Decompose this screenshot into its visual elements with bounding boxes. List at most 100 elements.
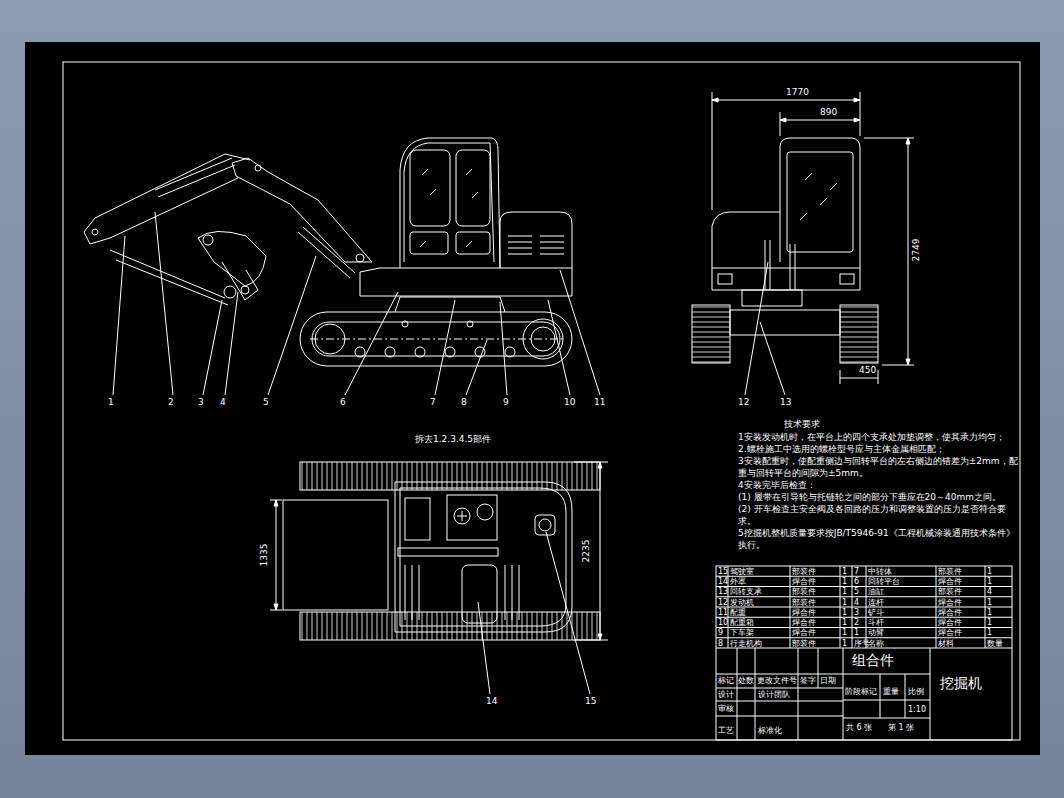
table-cell: 回转支承 xyxy=(730,587,762,596)
title-block-text: 组合件 xyxy=(852,653,894,668)
title-block-text: 阶段标记 xyxy=(845,688,877,697)
table-cell: 回转平台 xyxy=(868,577,900,586)
table-cell: 3 xyxy=(854,608,859,617)
callout-number: 11 xyxy=(594,398,605,408)
table-cell: 6 xyxy=(854,577,859,586)
table-cell: 中转体 xyxy=(868,567,892,576)
note-text: 4安装完毕后检查： xyxy=(738,479,1023,491)
table-cell: 1 xyxy=(842,639,847,648)
top-view xyxy=(270,462,608,640)
table-cell: 铲斗 xyxy=(868,608,884,617)
callout-number: 10 xyxy=(564,398,575,408)
table-cell: 2 xyxy=(854,618,859,627)
parts-table-grid xyxy=(716,566,1012,740)
table-cell: 部装件 xyxy=(792,598,816,607)
callout-number: 8 xyxy=(461,398,467,408)
dimension-text: 450 xyxy=(859,366,876,376)
table-cell: 1 xyxy=(854,628,859,637)
table-cell: 1 xyxy=(842,628,847,637)
table-cell: 9 xyxy=(718,628,723,637)
title-block-text: 1:10 xyxy=(908,706,926,715)
table-cell: 1 xyxy=(842,587,847,596)
table-cell: 部装件 xyxy=(792,639,816,648)
table-cell: 13 xyxy=(718,587,728,596)
table-cell: 5 xyxy=(854,587,859,596)
table-cell: 1 xyxy=(842,567,847,576)
title-block-text: 重量 xyxy=(883,688,899,697)
dimension-text: 2235 xyxy=(581,539,591,564)
title-block-text: 签字 xyxy=(800,677,816,686)
title-block-text: 设计团队 xyxy=(758,691,790,700)
table-cell: 驾驶室 xyxy=(730,567,754,576)
title-block-text: 设计 xyxy=(718,691,734,700)
title-block-text: 共 6 张 xyxy=(846,724,872,733)
table-cell: 焊合件 xyxy=(938,608,962,617)
title-block-text: 比例 xyxy=(908,688,924,697)
table-cell: 焊合件 xyxy=(792,618,816,627)
callout-number: 12 xyxy=(738,398,749,408)
table-cell: 焊合件 xyxy=(792,628,816,637)
table-cell: 行走机构 xyxy=(730,639,762,648)
table-cell: 油缸 xyxy=(868,587,884,596)
callout-number: 5 xyxy=(263,398,269,408)
table-cell: 动臂 xyxy=(868,628,884,637)
callout-number: 15 xyxy=(585,697,596,707)
table-cell: 8 xyxy=(718,639,723,648)
callout-number: 7 xyxy=(430,398,436,408)
table-cell: 1 xyxy=(842,598,847,607)
title-block-text: 更改文件号 xyxy=(757,677,797,686)
table-cell: 1 xyxy=(842,608,847,617)
table-cell: 1 xyxy=(987,608,992,617)
table-cell: 外罩 xyxy=(730,577,746,586)
table-cell: 斗杆 xyxy=(868,618,884,627)
table-cell: 下车架 xyxy=(730,628,754,637)
table-cell: 11 xyxy=(718,608,728,617)
callout-number: 13 xyxy=(780,398,791,408)
table-cell: 4 xyxy=(987,587,992,596)
note-text: 1安装发动机时，在平台上的四个支承处加垫调整，使其承力均匀； xyxy=(738,431,1023,443)
table-cell: 1 xyxy=(987,618,992,627)
callout-number: 4 xyxy=(220,398,226,408)
table-cell: 数量 xyxy=(987,639,1003,648)
table-cell: 连杆 xyxy=(868,598,884,607)
title-block-text: 标准化 xyxy=(758,727,782,736)
title-block-text: 挖掘机 xyxy=(940,676,982,691)
table-cell: 部装件 xyxy=(938,587,962,596)
table-cell: 7 xyxy=(854,567,859,576)
title-block-text: 标记 xyxy=(718,677,734,686)
table-cell: 15 xyxy=(718,567,728,576)
note-text: 拆去1.2.3.4.5部件 xyxy=(415,435,491,445)
table-cell: 名称 xyxy=(868,639,884,648)
note-text: 5挖掘机整机质量要求按JB/T5946-91《工程机械涂装通用技术条件》执行。 xyxy=(738,527,1023,551)
note-text: 3安装配重时，使配重侧边与回转平台的左右侧边的错差为±2mm，配重与回转平台的间… xyxy=(738,455,1023,479)
table-cell: 部装件 xyxy=(938,567,962,576)
title-block-text: 第 1 张 xyxy=(888,724,914,733)
table-cell: 配重箱 xyxy=(730,618,754,627)
table-cell: 材料 xyxy=(938,639,954,648)
table-cell: 1 xyxy=(987,577,992,586)
table-cell: 焊合件 xyxy=(938,598,962,607)
title-block-text: 日期 xyxy=(820,677,836,686)
table-cell: 14 xyxy=(718,577,728,586)
table-cell: 12 xyxy=(718,598,728,607)
table-cell: 发动机 xyxy=(730,598,754,607)
table-cell: 配重 xyxy=(730,608,746,617)
dimension-text: 890 xyxy=(820,108,837,118)
note-text: (1) 履带在引导轮与托链轮之间的部分下垂应在20～40mm之间。 xyxy=(738,491,1023,503)
table-cell: 4 xyxy=(854,598,859,607)
side-view xyxy=(84,138,572,366)
callout-number: 3 xyxy=(198,398,204,408)
table-cell: 1 xyxy=(987,598,992,607)
dimension-text: 2749 xyxy=(911,238,921,263)
note-text: 2.螺栓施工中选用的螺栓型号应与主体金属相匹配； xyxy=(738,443,1023,455)
table-cell: 部装件 xyxy=(792,587,816,596)
table-cell: 焊合件 xyxy=(938,618,962,627)
technical-requirements: 1安装发动机时，在平台上的四个支承处加垫调整，使其承力均匀；2.螺栓施工中选用的… xyxy=(738,431,1023,551)
callout-number: 6 xyxy=(340,398,346,408)
table-cell: 1 xyxy=(842,618,847,627)
inner-frame xyxy=(63,62,1020,740)
title-block-text: 处数 xyxy=(738,677,754,686)
callout-number: 2 xyxy=(168,398,174,408)
